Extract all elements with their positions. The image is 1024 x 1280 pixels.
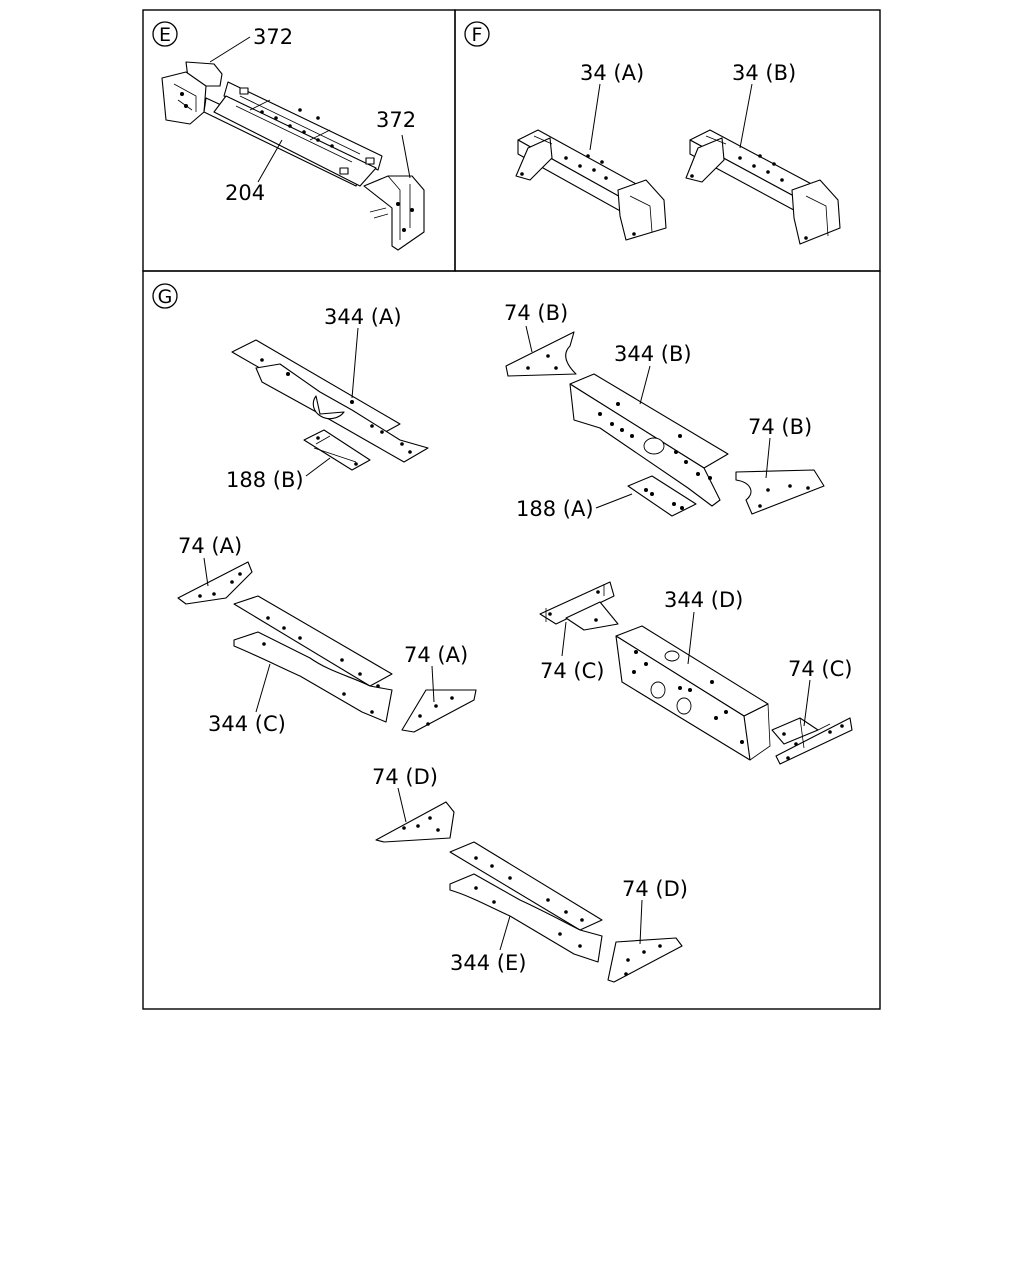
leader-372-right [401,134,411,179]
leader-74c-right [803,679,811,727]
part-372-right-bracket [363,175,425,251]
leader-188a [595,493,633,509]
part-344e-crossmember [449,841,603,963]
leader-34a [589,83,601,151]
leader-74a-left [203,557,209,587]
label-344c: 344 (C) [208,712,286,736]
panel-f: F 34 (A) 34 [464,21,841,245]
part-74d-left-gusset [375,801,455,843]
leader-74d-left [397,787,407,823]
leader-74b-top [525,325,533,353]
leader-74d-right [639,899,643,945]
label-74d-left: 74 (D) [372,765,438,789]
label-344b: 344 (B) [614,342,692,366]
panel-g-badge-letter: G [158,286,173,308]
label-74b-top: 74 (B) [504,301,568,325]
leader-344c [255,663,271,713]
label-74d-right: 74 (D) [622,877,688,901]
part-188a-plate [627,475,697,517]
leader-344a [351,327,359,399]
part-74b-right-gusset [735,469,825,515]
part-34b-crossmember [685,129,841,245]
leader-372-top [209,36,251,63]
leader-344d [687,611,695,665]
leader-34b [739,83,753,149]
label-344e: 344 (E) [450,951,526,975]
part-344a-crossmember [231,339,429,463]
leader-188b [305,457,331,477]
part-34a-crossmember [515,129,667,241]
label-188b: 188 (B) [226,468,304,492]
label-74a-right: 74 (A) [404,643,468,667]
panel-g: G [152,283,853,983]
part-188b-plate [303,429,371,471]
label-74c-left: 74 (C) [540,659,604,683]
panel-e-badge: E [152,21,178,47]
label-34a: 34 (A) [580,61,644,85]
label-372-top: 372 [253,25,293,49]
label-188a: 188 (A) [516,497,594,521]
part-372-left-bracket [161,61,223,125]
leader-74c-left [561,621,567,657]
leader-204 [257,139,283,183]
leader-344e [499,915,511,951]
part-74c-left-bracket [539,581,619,631]
label-74a-left: 74 (A) [178,534,242,558]
panel-f-badge: F [464,21,490,47]
part-74a-right-gusset [401,689,477,733]
part-74c-right-bracket [771,717,853,765]
part-344c-crossmember [233,595,393,723]
part-74b-top-gusset [505,331,577,377]
panel-e: E [152,21,425,251]
part-344b-crossmember [569,373,729,507]
part-74d-right-gusset [607,937,683,983]
panel-g-badge: G [152,283,178,309]
leader-74a-right [431,665,435,703]
label-74c-right: 74 (C) [788,657,852,681]
panel-f-badge-letter: F [472,24,483,46]
panel-g-frame [142,270,881,1010]
label-34b: 34 (B) [732,61,796,85]
part-204-crossmember [203,81,383,187]
leader-344b [639,365,651,405]
label-204: 204 [225,181,265,205]
leader-74b-right [765,437,771,479]
label-74b-right: 74 (B) [748,415,812,439]
label-344d: 344 (D) [664,588,743,612]
label-344a: 344 (A) [324,305,402,329]
part-344d-crossmember [615,625,771,761]
panel-e-badge-letter: E [159,24,171,46]
part-74a-left-gusset [177,561,253,605]
label-372-right: 372 [376,108,416,132]
